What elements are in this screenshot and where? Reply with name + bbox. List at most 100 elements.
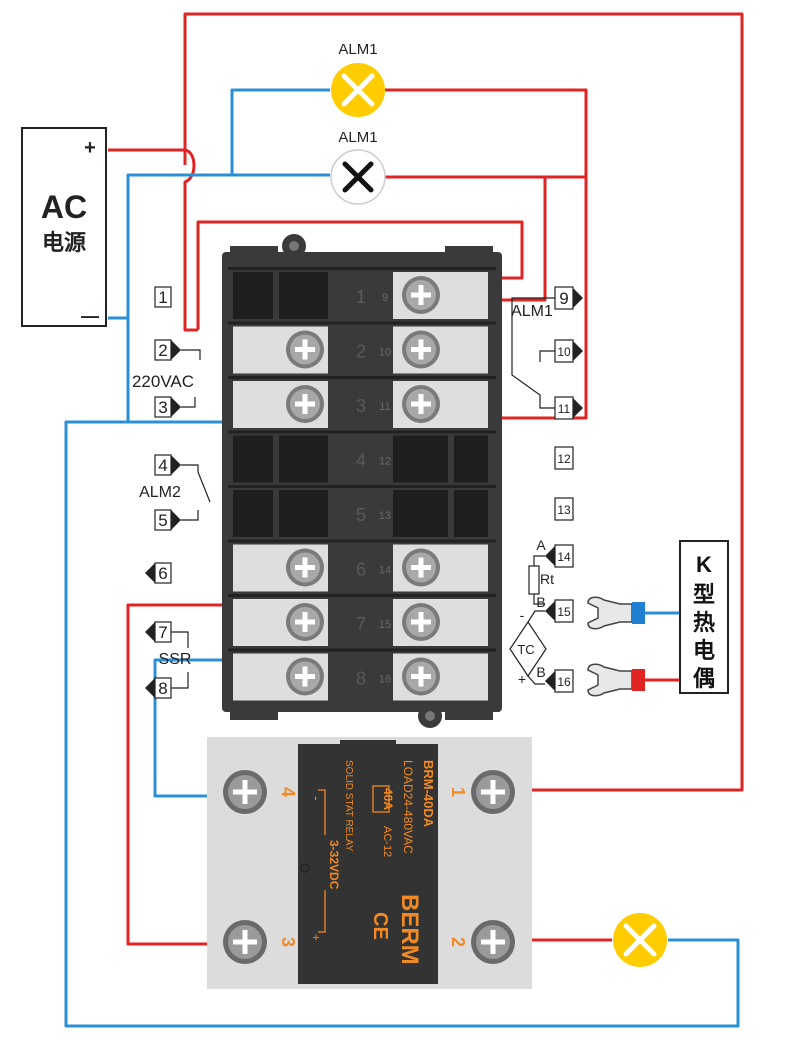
thermocouple-connectors [587, 596, 645, 697]
rtd-rt-label: Rt [540, 571, 554, 587]
thermocouple-label-box: K 型 热 电 偶 [679, 540, 729, 694]
screw-head-icon [411, 285, 431, 305]
terminal-label-14: 14 [557, 550, 571, 564]
terminal-arrow-icon [171, 455, 181, 475]
row-right-number: 14 [379, 565, 391, 577]
fork-terminal-icon [587, 663, 633, 697]
row-right-number: 13 [379, 510, 391, 522]
neutral-wire-bottom [64, 420, 740, 1028]
tc-type-char: 电 [693, 639, 715, 664]
lamp-cross-icon [342, 161, 374, 193]
indicator-lamp-label: ALM1 [338, 129, 377, 146]
terminal-label-11: 11 [558, 402, 571, 416]
terminal-row: 6 14 [228, 539, 496, 592]
row-right-number: 16 [379, 674, 391, 686]
ssr-pin-2: 2 [448, 937, 468, 947]
live-wire-ssr-control [126, 603, 222, 946]
row-right-number: 10 [379, 347, 391, 359]
terminal-label-8: 8 [158, 679, 167, 698]
terminal-arrow-icon [545, 546, 555, 566]
terminal-label-4: 4 [158, 456, 167, 475]
wires [64, 12, 744, 1028]
ssr-model: BRM-40DA [421, 760, 436, 828]
live-wire-ac-plus [108, 148, 198, 332]
screw-head-icon [411, 612, 431, 632]
neutral-wire-ssr [153, 658, 222, 798]
screw-head-icon [233, 930, 257, 954]
ac-label: AC [41, 189, 87, 225]
terminal-row: 5 13 [228, 485, 496, 537]
terminal-label-5: 5 [158, 511, 167, 530]
terminal-arrow-icon [171, 510, 181, 530]
terminal-arrow-icon [573, 288, 583, 308]
row-number: 5 [356, 505, 366, 525]
ssr-screw-3 [223, 920, 267, 964]
live-wire-top-loop [183, 12, 744, 792]
ac-power-source: + AC 电源 — [21, 127, 107, 327]
screw-head-icon [411, 557, 431, 578]
screw-head-icon [481, 780, 505, 804]
ssr-screw-2 [471, 920, 515, 964]
row-number: 6 [356, 560, 366, 580]
ac-minus-sign: — [81, 306, 99, 326]
live-wire-alm1-common [500, 177, 547, 302]
terminal-arrow-icon [145, 678, 155, 698]
terminal-arrow-icon [545, 671, 555, 691]
tc-type-char: K [696, 552, 712, 577]
supply-voltage-label: 220VAC [132, 372, 194, 391]
ssr-ce-mark: CE [369, 912, 391, 940]
terminal-label-7: 7 [158, 623, 167, 642]
terminal-label-13: 13 [557, 503, 571, 517]
ssr-current-rating: 40A [381, 788, 395, 810]
row-number: 1 [356, 287, 366, 307]
terminal-row: 4 12 [228, 430, 496, 483]
row-number: 4 [356, 451, 366, 471]
screw-head-icon [295, 339, 315, 360]
terminal-arrow-icon [145, 622, 155, 642]
tc-minus-label: - [520, 607, 525, 623]
screw-head-icon [233, 780, 257, 804]
left-terminal-labels: 1 2 220VAC 3 4 ALM2 5 6 7 SSR 8 [132, 286, 211, 699]
right-terminal-labels: 9 ALM1 10 11 12 13 14 A Rt 15 B - TC + 1… [509, 286, 583, 693]
screw-head-icon [411, 394, 431, 414]
terminal-label-12: 12 [557, 452, 571, 466]
ssr-pin-3: 3 [278, 937, 298, 947]
tc-plus-label: + [518, 671, 526, 687]
row-right-number: 12 [379, 456, 391, 468]
ssr-pin-1: 1 [448, 787, 468, 797]
terminal-label-10: 10 [557, 345, 571, 359]
screw-head-icon [295, 612, 315, 632]
row-right-number: 15 [379, 619, 391, 631]
tc-type-char: 热 [693, 610, 715, 636]
ac-plus-sign: + [84, 137, 96, 159]
row-right-number: 9 [382, 292, 388, 304]
ssr-type: SOLID STAT RELAY [343, 760, 354, 852]
screw-head-icon [411, 339, 431, 360]
row-number: 7 [356, 614, 366, 634]
neutral-wire-alm1 [108, 88, 330, 320]
row-right-number: 11 [379, 401, 390, 413]
ssr-pin-4: 4 [278, 787, 298, 797]
screw-head-icon [411, 666, 431, 687]
ssr-screw-1 [471, 770, 515, 814]
solid-state-relay: 4 1 3 2 BRM-40DA LOAD24-480VAC 40A AC-12… [207, 737, 532, 989]
lamp-cross-icon [623, 923, 657, 957]
ssr-minus: - [309, 796, 325, 801]
alm2-label: ALM2 [139, 484, 181, 501]
alarm-lamp-on: ALM1 [331, 41, 385, 117]
terminal-label-15: 15 [557, 605, 571, 619]
live-wire-loop-top [196, 220, 524, 330]
tc-label: TC [517, 642, 534, 657]
row-number: 3 [356, 396, 366, 416]
lamp-cross-icon [341, 73, 375, 107]
terminal-row: 3 11 [228, 376, 496, 428]
alarm-lamp-label: ALM1 [338, 41, 377, 58]
rtd-a-label: A [536, 537, 546, 553]
terminal-arrow-icon [171, 340, 181, 360]
load-lamp [613, 913, 667, 967]
terminal-arrow-icon [545, 601, 555, 621]
